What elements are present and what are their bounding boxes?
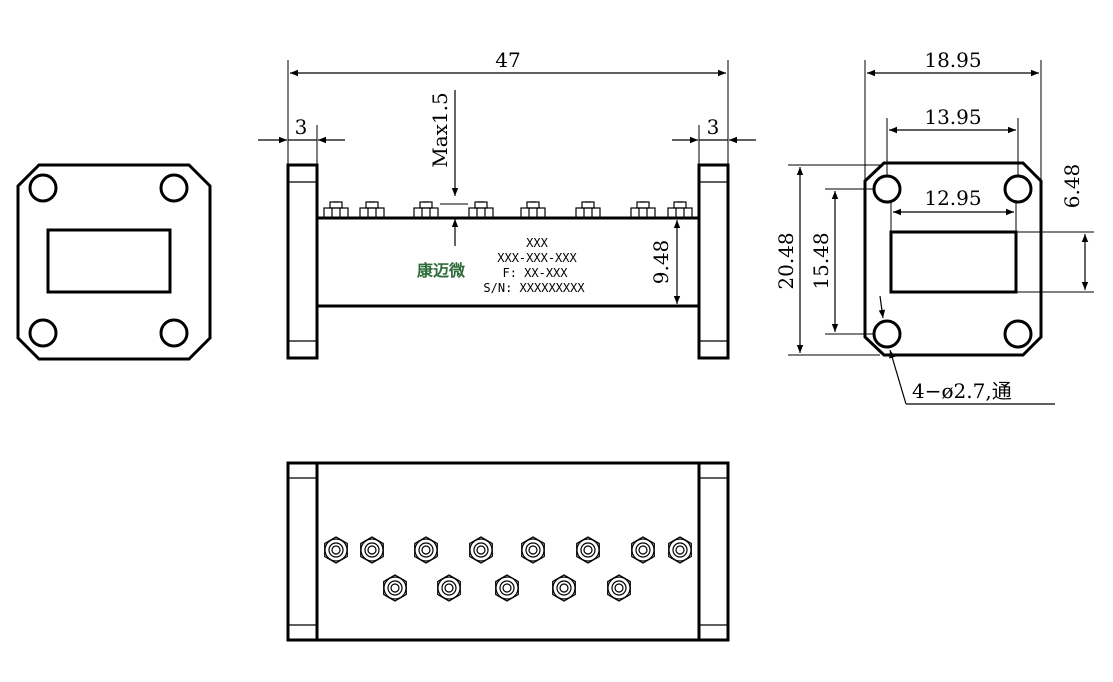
left-end-view — [16, 163, 212, 361]
mounting-hole — [872, 319, 902, 349]
mounting-hole — [1003, 319, 1033, 349]
tuning-screw-nut — [414, 536, 438, 564]
front-view: 康迈微 XXX XXX-XXX-XXX F: XX-XXX S/N: XXXXX… — [258, 48, 756, 360]
dim-hole-spacing-vertical: 15.48 — [809, 232, 833, 289]
right-end-view: 18.95 13.95 12.95 6.48 20.48 15.48 4−ø2.… — [774, 48, 1094, 405]
left-flange — [286, 163, 319, 360]
tuning-screw-nut — [469, 536, 493, 564]
mounting-hole — [1003, 174, 1033, 204]
tuning-screws-side — [323, 201, 693, 219]
right-flange — [697, 163, 730, 360]
nameplate-frequency: F: XX-XXX — [502, 266, 568, 280]
tuning-screw-profile — [323, 201, 349, 219]
dim-aperture-width: 12.95 — [924, 186, 981, 210]
waveguide-aperture — [889, 230, 1018, 294]
dim-hole-spacing-horizontal: 13.95 — [924, 105, 981, 129]
tuning-screw-profile — [413, 201, 439, 219]
tuning-screws-top — [324, 536, 692, 602]
dim-flange-width: 18.95 — [924, 48, 981, 72]
flange-outline — [16, 163, 212, 361]
tuning-screw-profile — [468, 201, 494, 219]
tuning-screw-nut — [576, 536, 600, 564]
tuning-screw-profile — [667, 201, 693, 219]
tuning-screw-profile — [520, 201, 546, 219]
tuning-screw-nut — [607, 574, 631, 602]
mounting-hole — [159, 173, 189, 203]
tuning-screw-nut — [495, 574, 519, 602]
mounting-hole — [28, 173, 58, 203]
tuning-screw-nut — [437, 574, 461, 602]
top-body-outline — [286, 461, 730, 642]
tuning-screw-nut — [631, 536, 655, 564]
brand-logo: 康迈微 — [417, 261, 466, 280]
dim-overall-length: 47 — [495, 48, 520, 72]
tuning-screw-nut — [552, 574, 576, 602]
tuning-screw-nut — [324, 536, 348, 564]
nameplate-part-number: XXX-XXX-XXX — [497, 251, 577, 265]
tuning-screw-profile — [630, 201, 656, 219]
dim-right-flange-thickness: 3 — [707, 115, 720, 139]
hole-callout: 4−ø2.7,通 — [912, 379, 1012, 403]
mounting-hole — [159, 318, 189, 348]
nameplate-serial: S/N: XXXXXXXXX — [483, 281, 585, 295]
dim-aperture-height: 6.48 — [1060, 164, 1084, 209]
tuning-screw-profile — [359, 201, 385, 219]
dim-tuning-screw-max: Max1.5 — [428, 92, 452, 168]
tuning-screw-nut — [360, 536, 384, 564]
dim-left-flange-thickness: 3 — [295, 115, 308, 139]
dim-body-height: 9.48 — [649, 240, 673, 285]
mounting-hole — [872, 174, 902, 204]
tuning-screw-nut — [668, 536, 692, 564]
waveguide-aperture — [46, 228, 172, 294]
tuning-screw-profile — [575, 201, 601, 219]
mounting-hole — [28, 318, 58, 348]
flange-outline — [863, 161, 1043, 357]
top-view — [286, 461, 730, 642]
dim-flange-height: 20.48 — [774, 232, 798, 289]
nameplate-model: XXX — [526, 236, 548, 250]
tuning-screw-nut — [521, 536, 545, 564]
tuning-screw-nut — [383, 574, 407, 602]
